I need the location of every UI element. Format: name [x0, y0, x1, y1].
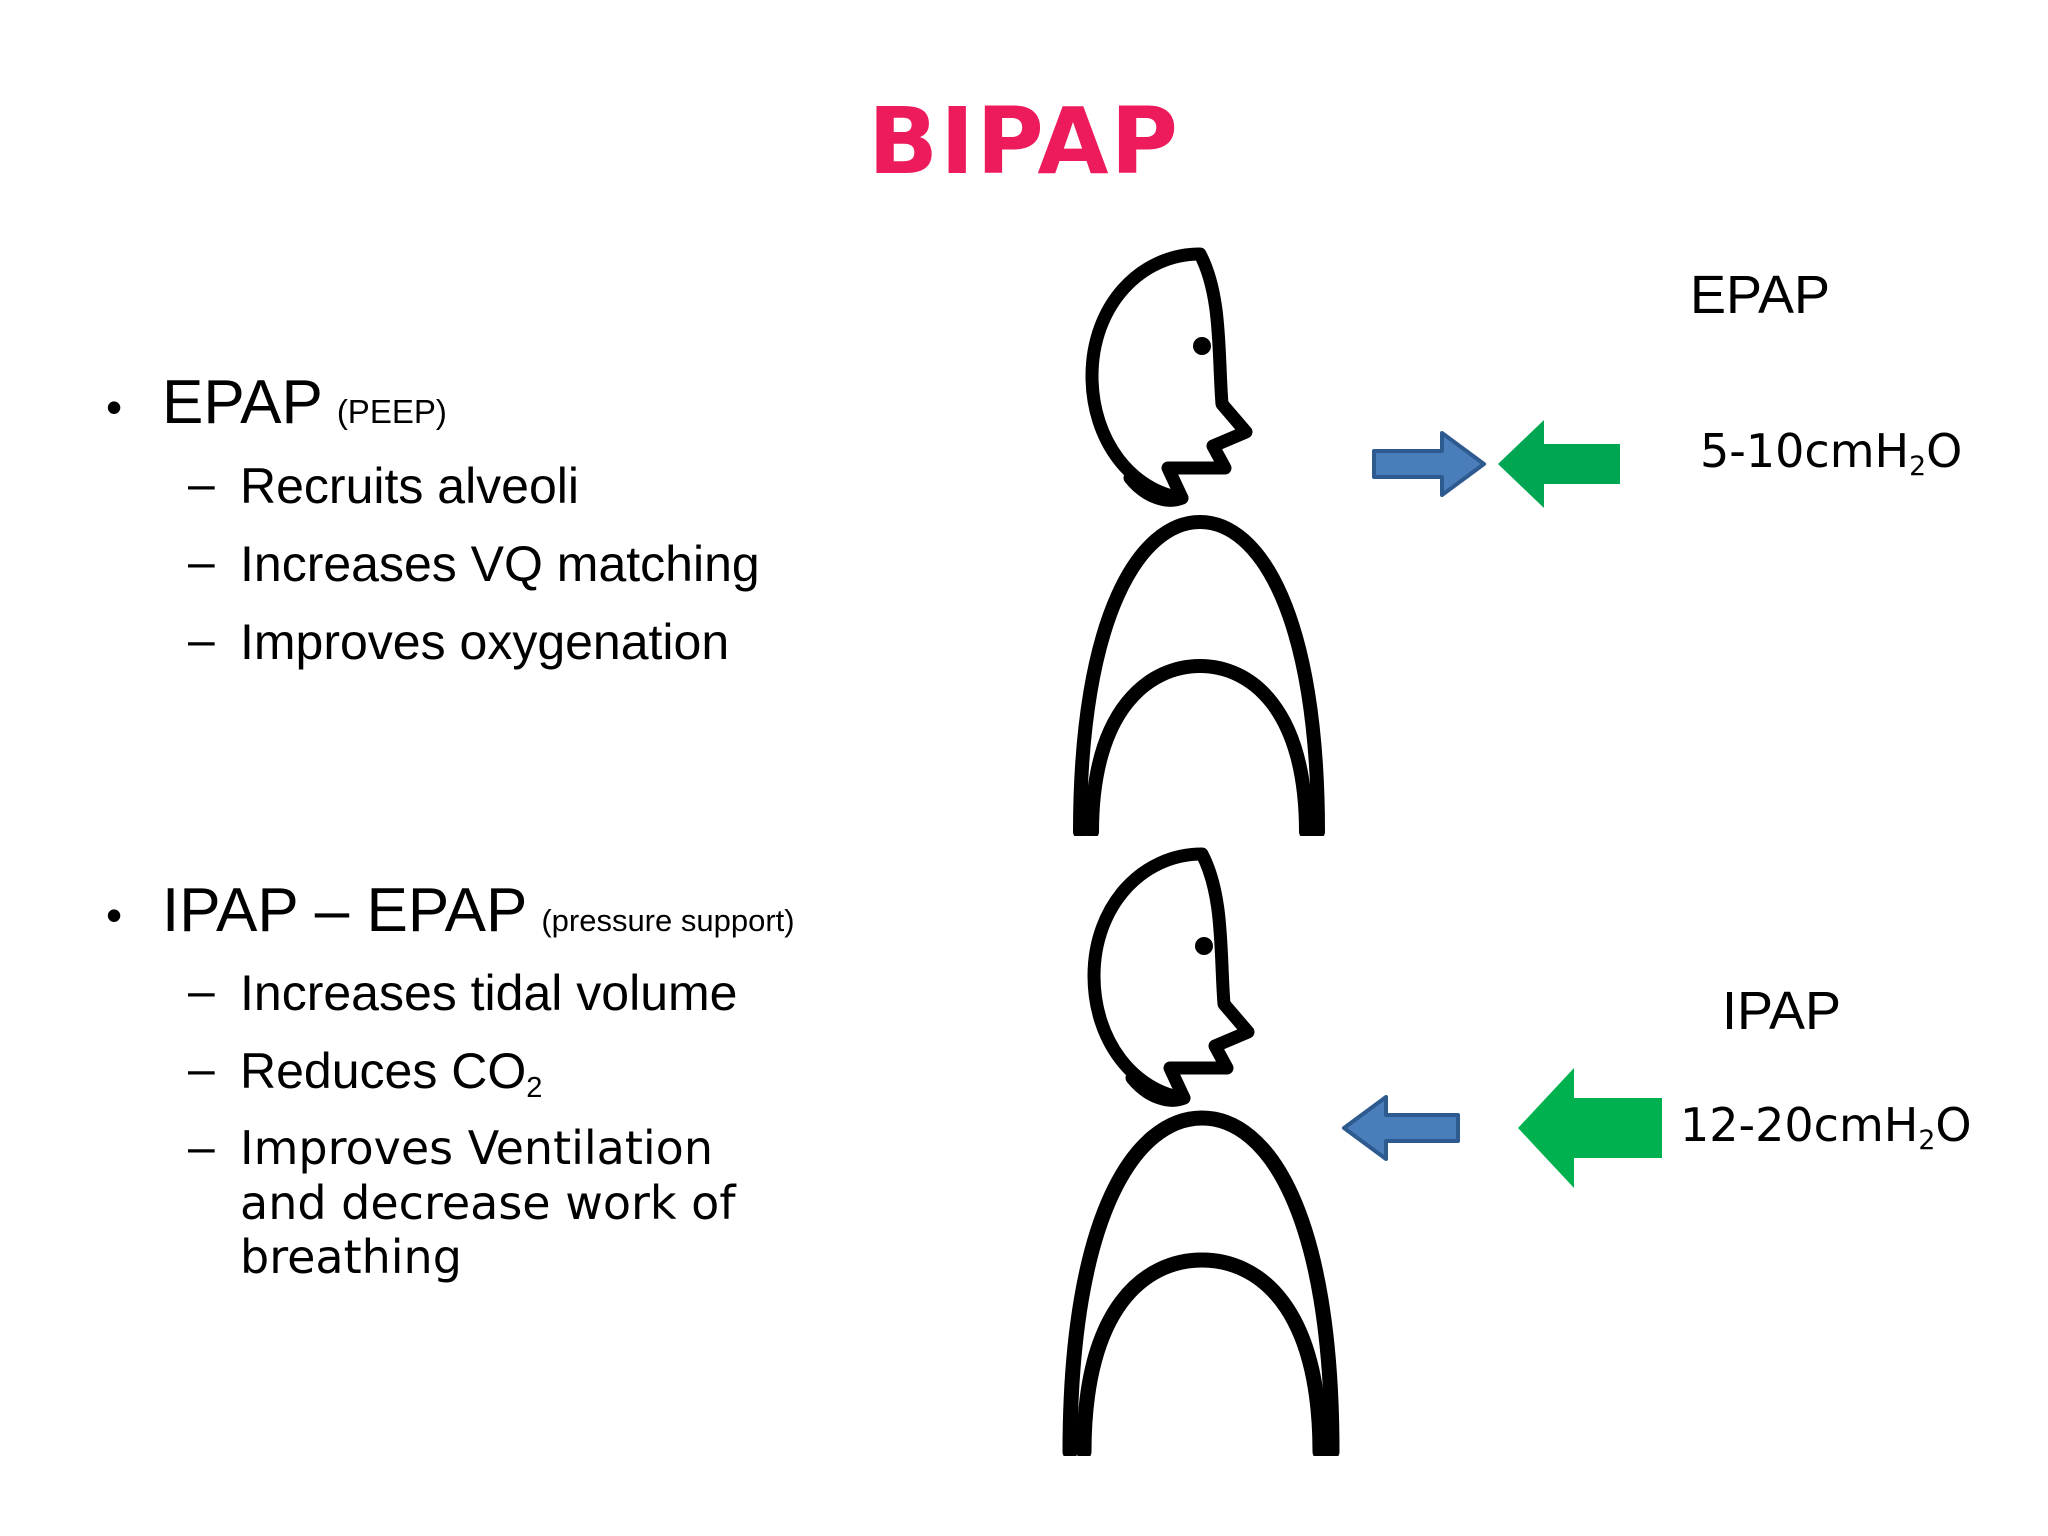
arrow-row-epap — [1370, 416, 1624, 512]
blue-arrow-left-icon — [1342, 1095, 1460, 1161]
dash-marker-icon: – — [188, 1043, 215, 1097]
main-bullet-text: EPAP (PEEP) — [162, 370, 447, 436]
pressure-label-ipap: 12-20cmH2O — [1680, 1098, 1972, 1156]
diaphragm-arc — [1085, 658, 1313, 836]
main-bullet-epap: • EPAP (PEEP) — [100, 370, 980, 436]
torso-outline — [1062, 1110, 1340, 1456]
sub-bullet-improves-ventilation: – Improves Ventilation and decrease work… — [100, 1121, 980, 1284]
diaphragm-arc — [1076, 1252, 1328, 1456]
diagram-panel: EPAP 5-10cmH2O IPAP 12-20cmH2O — [1040, 176, 2048, 1536]
dash-marker-icon: – — [188, 965, 215, 1019]
sub-bullet-label: Reduces CO2 — [240, 1043, 543, 1105]
figure-ipap: IPAP 12-20cmH2O — [1040, 836, 2048, 1456]
head-outline — [1085, 247, 1253, 505]
sub-bullet-recruits-alveoli: – Recruits alveoli — [100, 458, 980, 514]
dash-marker-icon: – — [188, 457, 215, 511]
sub-bullet-reduces-co2: – Reduces CO2 — [100, 1043, 980, 1105]
bullet-group-epap: • EPAP (PEEP) – Recruits alveoli – Increa… — [100, 370, 980, 670]
bullet-list: • EPAP (PEEP) – Recruits alveoli – Increa… — [100, 370, 980, 1284]
sub-bullet-tidal-volume: – Increases tidal volume — [100, 965, 980, 1021]
blue-arrow-right-icon — [1372, 431, 1486, 497]
dash-marker-icon: – — [188, 613, 215, 667]
main-bullet-text: IPAP – EPAP (pressure support) — [162, 875, 795, 945]
main-bullet-note: (pressure support) — [541, 902, 795, 938]
bullet-dot-icon: • — [106, 381, 123, 433]
sub-bullet-label: Recruits alveoli — [240, 457, 580, 514]
dash-marker-icon: – — [188, 1121, 215, 1175]
chin-line — [1123, 471, 1189, 507]
main-bullet-heading: EPAP — [162, 368, 323, 437]
mode-label-epap: EPAP — [1690, 265, 1831, 325]
green-arrow-left-icon — [1498, 420, 1620, 508]
figure-epap: EPAP 5-10cmH2O — [1040, 236, 2048, 856]
eye-icon — [1195, 937, 1213, 955]
eye-icon — [1193, 337, 1211, 355]
green-arrow-left-icon — [1518, 1068, 1662, 1188]
sub-bullet-label: Improves oxygenation — [240, 613, 730, 670]
patient-figure-icon — [1062, 847, 1340, 1456]
main-bullet-ipap-minus-epap: • IPAP – EPAP (pressure support) — [100, 875, 980, 945]
bullet-group-ipap: • IPAP – EPAP (pressure support) – Increa… — [100, 875, 980, 1285]
head-outline — [1087, 847, 1255, 1105]
sub-bullet-label: Improves Ventilation and decrease work o… — [240, 1121, 736, 1284]
pressure-label-epap: 5-10cmH2O — [1700, 424, 1963, 482]
mode-label-ipap: IPAP — [1722, 981, 1842, 1041]
sub-bullet-label: Increases VQ matching — [240, 535, 760, 592]
sub-bullet-improves-oxygenation: – Improves oxygenation — [100, 614, 980, 670]
torso-outline — [1073, 514, 1325, 836]
main-bullet-heading: IPAP – EPAP — [162, 875, 528, 945]
page-title: BIPAP — [868, 88, 1180, 195]
arrow-row-ipap — [1340, 1064, 1666, 1192]
patient-figure-icon — [1073, 247, 1325, 836]
main-bullet-note: (PEEP) — [336, 393, 447, 430]
dash-marker-icon: – — [188, 535, 215, 589]
chin-line — [1125, 1071, 1191, 1107]
sub-bullet-vq-matching: – Increases VQ matching — [100, 536, 980, 592]
sub-bullet-label: Increases tidal volume — [240, 965, 738, 1022]
bullet-dot-icon: • — [106, 888, 123, 941]
